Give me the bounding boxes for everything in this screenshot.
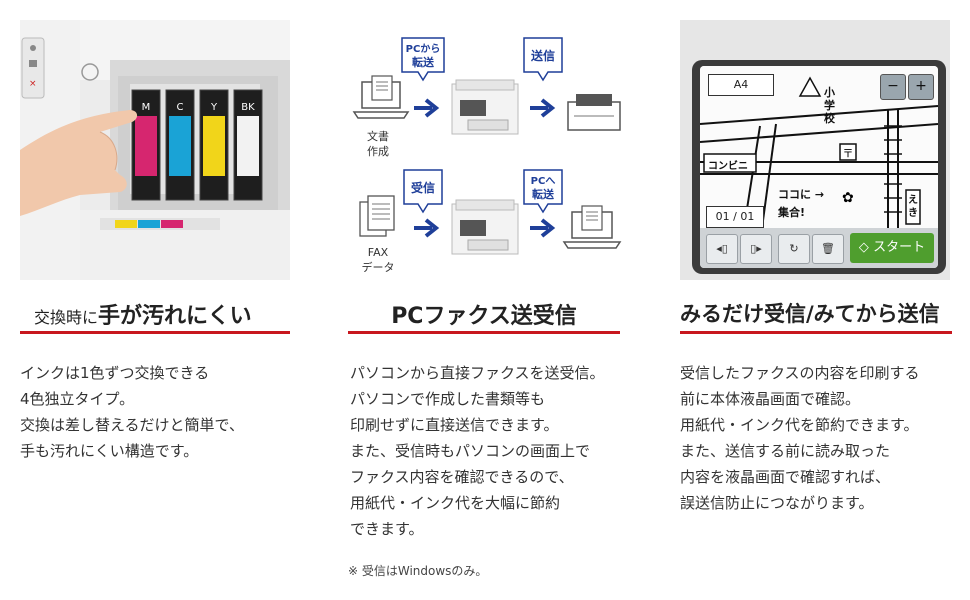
next-page-icon: ▯▸ <box>750 242 762 255</box>
callout-pc-transfer-line2: 転送 <box>412 55 435 69</box>
body-line: 手も汚れにくい構造です。 <box>20 442 199 460</box>
top-source-label-2: 作成 <box>367 145 389 158</box>
callout-pc-transfer: PCから 転送 <box>401 37 445 82</box>
previous-page-button[interactable]: ◂▯ <box>706 234 738 264</box>
lcd-button-bar: ◂▯ ▯▸ ↻ 🗑 ◇ スタート <box>700 228 938 268</box>
body-line: 前に本体液晶画面で確認。 <box>680 390 861 408</box>
heading-ink-replacement: 交換時に手が汚れにくい <box>20 298 290 334</box>
callout-send-label: 送信 <box>530 48 555 63</box>
arrow-right-icon <box>530 98 556 118</box>
ink-color-label <box>237 116 259 176</box>
school-icon <box>798 76 822 97</box>
zoom-in-button[interactable]: + <box>908 74 934 100</box>
ink-color-label <box>135 116 157 176</box>
callout-to-pc: PCへ 転送 <box>523 169 563 214</box>
heading-large: 手が汚れにくい <box>98 304 252 329</box>
body-line: 用紙代・インク代を節約できます。 <box>680 416 919 434</box>
bottom-source-label-1: FAX <box>368 246 389 259</box>
map-label-meeting-1: ココに → <box>778 188 825 201</box>
ink-cartridges: M C Y BK <box>131 89 263 201</box>
arrow-right-icon <box>530 218 556 238</box>
map-label-convenience: コンビニ <box>708 161 748 172</box>
printer-ink-illustration: × M C Y BK <box>20 20 290 280</box>
body-line: インクは1色ずつ交換できる <box>20 364 210 382</box>
pc-fax-flow-diagram: 文書 作成 PCから 転送 送信 <box>348 20 628 280</box>
previous-page-icon: ◂▯ <box>716 242 728 255</box>
page-counter: 01 / 01 <box>706 206 764 228</box>
body-line: ファクス内容を確認できるので、 <box>350 468 574 486</box>
printer-icon <box>451 79 519 135</box>
svg-text:✿: ✿ <box>842 190 854 206</box>
body-line: 印刷せずに直接送信できます。 <box>350 416 559 434</box>
heading-large: みるだけ受信/みてから送信 <box>680 302 940 326</box>
callout-receive-label: 受信 <box>411 180 435 195</box>
heading-large: PCファクス送受信 <box>391 304 577 329</box>
pc-fax-body: パソコンから直接ファクスを送受信。 パソコンで作成した書類等も 印刷せずに直接送… <box>350 360 605 542</box>
fax-machine-icon <box>567 94 621 131</box>
ink-color-label <box>203 116 225 176</box>
arrow-right-icon <box>414 218 440 238</box>
svg-text:〒: 〒 <box>843 147 854 160</box>
map-label-station: えき <box>908 195 918 219</box>
zoom-in-icon: + <box>915 78 927 94</box>
body-line: 内容を液晶画面で確認すれば、 <box>680 468 891 486</box>
rotate-icon: ↻ <box>789 242 799 255</box>
map-label-school: 小学校 <box>824 86 835 125</box>
next-page-button[interactable]: ▯▸ <box>740 234 772 264</box>
body-line: できます。 <box>350 520 424 538</box>
heading-small: 交換時に <box>34 308 99 327</box>
rotate-button[interactable]: ↻ <box>778 234 810 264</box>
laptop-icon <box>562 205 622 249</box>
callout-receive: 受信 <box>403 169 443 214</box>
trash-icon: 🗑 <box>821 242 835 255</box>
back-icon <box>30 45 36 51</box>
body-line: また、送信する前に読み取った <box>680 442 891 460</box>
top-source-label-1: 文書 <box>367 129 389 143</box>
printer-icon <box>451 199 519 255</box>
delete-button[interactable]: 🗑 <box>812 234 844 264</box>
home-icon <box>29 60 37 67</box>
ink-letter: M <box>142 102 151 113</box>
ink-letter: BK <box>241 102 255 113</box>
body-line: また、受信時もパソコンの画面上で <box>350 442 591 460</box>
heading-pc-fax: PCファクス送受信 <box>348 298 620 334</box>
callout-to-pc-line1: PCへ <box>531 176 556 187</box>
ink-replacement-body: インクは1色ずつ交換できる 4色独立タイプ。 交換は差し替えるだけと簡単で、 手… <box>20 360 244 464</box>
start-button[interactable]: ◇ スタート <box>850 233 934 263</box>
ink-letter: C <box>177 102 184 113</box>
lcd-screen: 〒 ✿ A4 小学校 コンビニ ココに → 集合! えき − + 01 / 01… <box>700 66 938 268</box>
windows-only-note: ※ 受信はWindowsのみ。 <box>348 564 488 578</box>
body-line: 交換は差し替えるだけと簡単で、 <box>20 416 244 434</box>
bottom-source-label-2: データ <box>362 260 395 274</box>
body-line: 用紙代・インク代を大幅に節約 <box>350 494 561 512</box>
zoom-out-icon: − <box>887 78 899 94</box>
svg-text:×: × <box>29 79 37 89</box>
heading-preview-fax: みるだけ受信/みてから送信 <box>680 298 952 334</box>
ink-color-label <box>169 116 191 176</box>
body-line: パソコンで作成した書類等も <box>350 390 546 408</box>
pc-fax-diagram: 文書 作成 PCから 転送 送信 <box>348 20 628 280</box>
hand-graphic <box>20 110 138 216</box>
body-line: パソコンから直接ファクスを送受信。 <box>350 364 605 382</box>
ink-letter: Y <box>210 102 218 113</box>
start-label: スタート <box>873 240 926 255</box>
document-icon <box>359 195 395 237</box>
ink-replacement-photo: × M C Y BK <box>20 20 290 280</box>
body-line: 受信したファクスの内容を印刷する <box>680 364 920 382</box>
laptop-icon <box>352 75 410 119</box>
callout-send: 送信 <box>523 37 563 82</box>
body-line: 誤送信防止につながります。 <box>680 494 874 512</box>
callout-to-pc-line2: 転送 <box>532 187 555 201</box>
start-icon: ◇ <box>858 240 874 255</box>
preview-fax-body: 受信したファクスの内容を印刷する 前に本体液晶画面で確認。 用紙代・インク代を節… <box>680 360 920 516</box>
callout-pc-transfer-line1: PCから <box>406 43 441 55</box>
paper-size-indicator: A4 <box>708 74 774 96</box>
zoom-out-button[interactable]: − <box>880 74 906 100</box>
map-label-meeting-2: 集合! <box>778 206 806 219</box>
body-line: 4色独立タイプ。 <box>20 390 135 408</box>
lcd-panel-photo: 〒 ✿ A4 小学校 コンビニ ココに → 集合! えき − + 01 / 01… <box>680 20 950 280</box>
arrow-right-icon <box>414 98 440 118</box>
power-icon <box>81 63 99 81</box>
